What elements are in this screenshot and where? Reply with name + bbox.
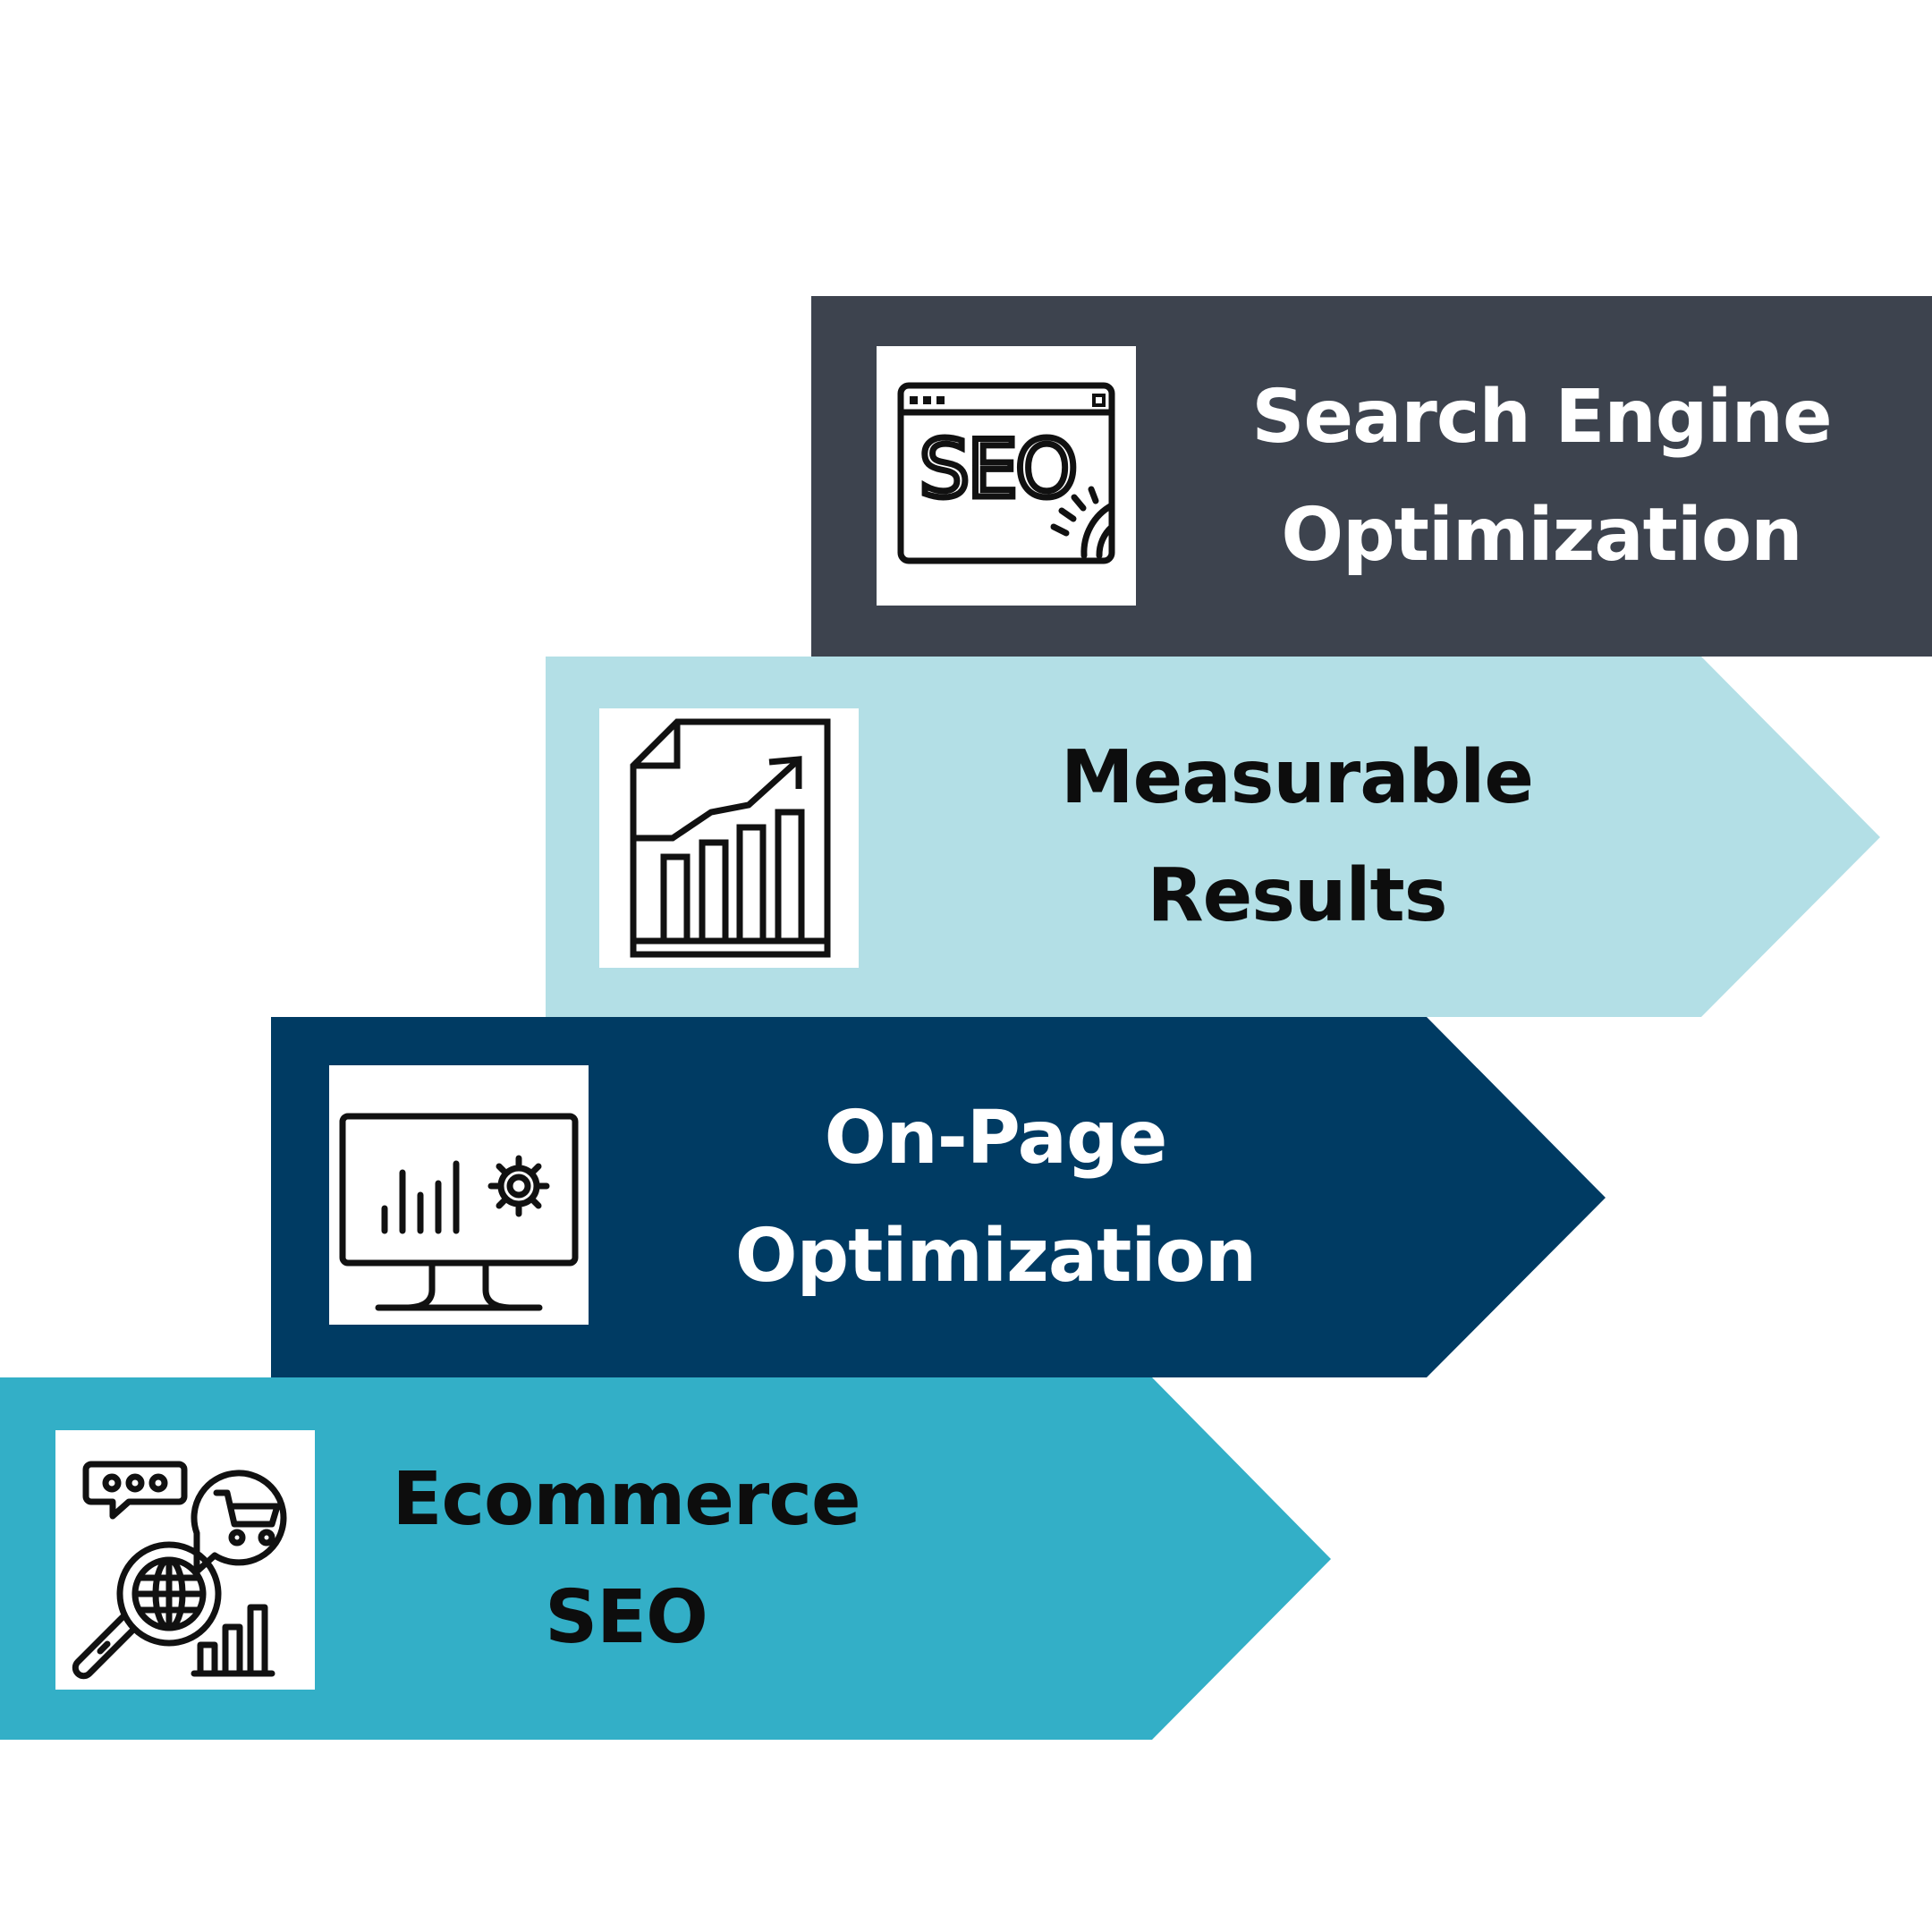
step-label: Ecommerce SEO [268, 1377, 984, 1740]
growth-report-icon [599, 708, 859, 968]
step-title-line2: SEO [545, 1574, 708, 1660]
seo-icon-text: SEO [919, 423, 1076, 515]
step-title-line2: Optimization [734, 1213, 1257, 1299]
arrow-onpage-fill [271, 1017, 1606, 1377]
monitor-analytics-icon [329, 1065, 589, 1325]
step-title-line1: Measurable [1061, 734, 1534, 820]
step-arrow-shape [0, 1377, 1331, 1740]
step-title-line1: On-Page [824, 1095, 1168, 1181]
step-arrow-shape [271, 1017, 1606, 1377]
arrow-measurable-fill [546, 657, 1880, 1017]
step-ecommerce-seo: Ecommerce SEO [0, 1377, 1331, 1740]
step-arrow-shape [546, 657, 1880, 1017]
step-on-page-optimization: On-Page Optimization [271, 1017, 1606, 1377]
arrow-ecommerce-fill [0, 1377, 1331, 1740]
step-label: On-Page Optimization [629, 1017, 1362, 1377]
ecommerce-search-icon [55, 1430, 315, 1690]
seo-browser-icon: SEO [877, 346, 1136, 606]
step-measurable-results: Measurable Results [546, 657, 1880, 1017]
step-search-engine-optimization: SEO Search Engine Optimization [811, 296, 1932, 657]
step-label: Measurable Results [921, 657, 1673, 1017]
step-title-line1: Search Engine [1251, 374, 1832, 460]
step-title-line2: Optimization [1281, 492, 1802, 578]
step-title-line1: Ecommerce [392, 1456, 860, 1542]
step-label: Search Engine Optimization [1151, 296, 1932, 657]
step-title-line2: Results [1147, 852, 1447, 938]
